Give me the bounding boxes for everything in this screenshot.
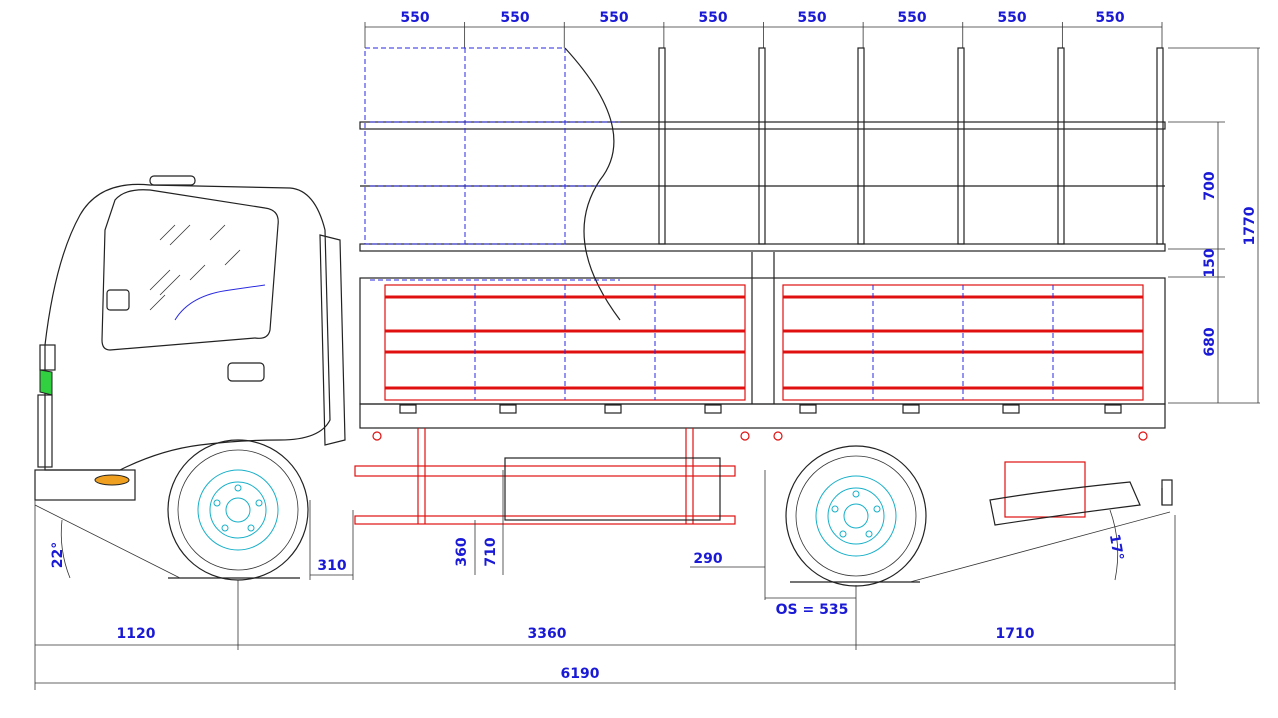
door-handle xyxy=(227,362,265,382)
offset-310-label: 310 xyxy=(317,558,346,574)
wheelbase-label: 3360 xyxy=(528,626,567,642)
hidden-front-section xyxy=(364,47,621,321)
stake-spacing-label: 550 xyxy=(997,10,1026,26)
cab xyxy=(34,175,346,501)
stake-spacing-label: 550 xyxy=(797,10,826,26)
stake-posts xyxy=(658,47,1164,245)
approach-angle-label: 22° xyxy=(50,542,66,568)
front-bumper xyxy=(34,469,136,501)
red-board-panels xyxy=(384,284,1144,401)
fuel-tank xyxy=(504,457,721,521)
height-680-label: 680 xyxy=(1202,327,1218,356)
height-1770-label: 1770 xyxy=(1242,206,1258,245)
cargo-body xyxy=(359,47,1166,441)
mid-rail xyxy=(359,243,1166,252)
front-wheel xyxy=(167,439,309,581)
chassis-frame xyxy=(354,428,1173,526)
offset-290-label: 290 xyxy=(693,551,722,567)
top-rail xyxy=(359,121,1166,130)
length-dimensions: 1120 3360 1710 6190 xyxy=(34,500,1176,690)
floor-hooks xyxy=(399,404,1122,414)
rear-step xyxy=(989,481,1141,526)
ground-lines xyxy=(34,504,1171,583)
height-150-label: 150 xyxy=(1202,248,1218,277)
mirror-icon xyxy=(106,289,130,311)
height-360-label: 360 xyxy=(454,537,470,566)
height-710-label: 710 xyxy=(483,537,499,566)
front-overhang-label: 1120 xyxy=(117,626,156,642)
stake-spacing-label: 550 xyxy=(400,10,429,26)
grille xyxy=(37,394,53,468)
rear-wheel xyxy=(785,445,927,587)
stake-spacing-dimension: 550 550 550 550 550 550 550 550 xyxy=(364,10,1163,48)
stake-spacing-label: 550 xyxy=(897,10,926,26)
height-700-label: 700 xyxy=(1202,171,1218,200)
battery-box xyxy=(1004,461,1086,518)
stake-spacing-label: 550 xyxy=(500,10,529,26)
rear-overhang-label: 1710 xyxy=(996,626,1035,642)
overall-length-label: 6190 xyxy=(561,666,600,682)
side-lamp xyxy=(39,369,53,396)
offset-os-label: OS = 535 xyxy=(776,602,849,618)
departure-angle-label: 17° xyxy=(1106,533,1126,562)
height-dimensions: 700 150 680 1770 xyxy=(1168,47,1260,404)
turn-indicator xyxy=(94,474,130,486)
detail-dimensions: 310 360 710 290 OS = 535 22° 17° xyxy=(50,470,1126,618)
windshield-hatching xyxy=(149,224,241,311)
stake-spacing-label: 550 xyxy=(1095,10,1124,26)
cargo-floor xyxy=(359,403,1166,429)
stake-spacing-label: 550 xyxy=(599,10,628,26)
stake-spacing-label: 550 xyxy=(698,10,727,26)
